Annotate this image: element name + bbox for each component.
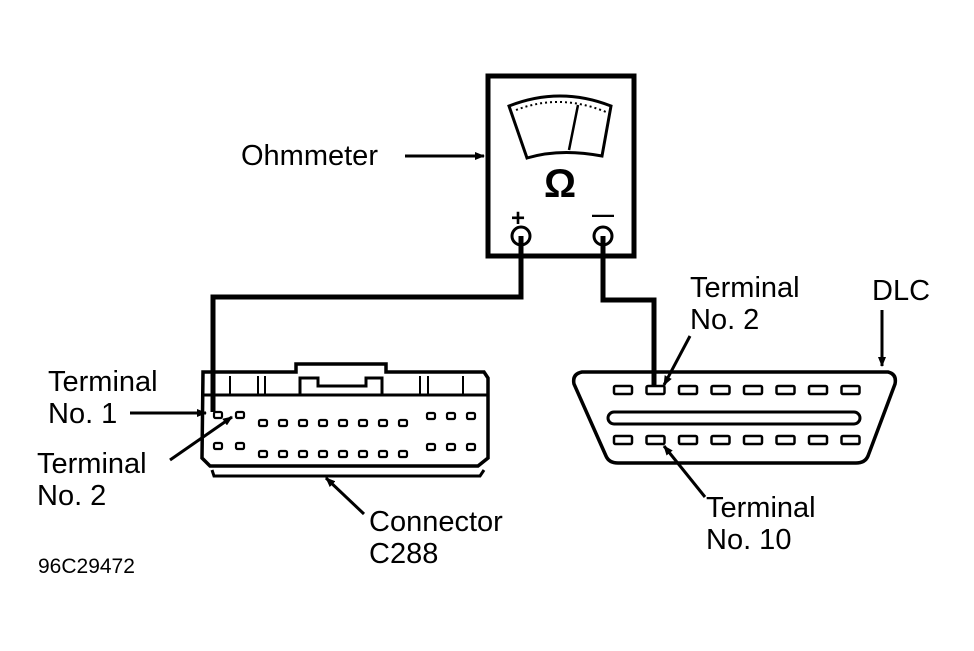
c288-pin — [277, 449, 289, 459]
dlc-terminal2-label: Terminal No. 2 — [690, 272, 800, 336]
connector-c288 — [200, 362, 490, 478]
dlc-pin — [645, 384, 666, 396]
c288-pin — [445, 442, 457, 452]
dlc-shell — [571, 370, 898, 465]
dlc-pin — [677, 384, 699, 396]
dlc-label: DLC — [872, 275, 931, 307]
omega-symbol: Ω — [544, 162, 577, 206]
negative-lead — [600, 236, 657, 387]
meter-dial — [507, 94, 613, 160]
c288-pin — [234, 410, 246, 420]
c288-pin — [397, 449, 409, 459]
dlc-terminal10-label: Terminal No. 10 — [706, 492, 816, 556]
ohmmeter-label: Ohmmeter — [241, 140, 378, 172]
dlc-terminal2-arrow — [662, 335, 692, 386]
c288-pin — [297, 449, 309, 459]
c288-pin — [337, 418, 349, 428]
c288-pin — [234, 441, 246, 451]
c288-terminal1-line2: No. 1 — [48, 398, 118, 430]
dlc-terminal10-arrow — [662, 445, 707, 498]
c288-pin — [465, 442, 477, 452]
c288-terminal2-line2: No. 2 — [37, 480, 107, 512]
dlc-pin — [612, 434, 634, 446]
dlc-center-bar — [606, 410, 862, 426]
ohmmeter-case — [485, 73, 637, 259]
meter-needle — [567, 104, 580, 151]
c288-pin — [317, 418, 329, 428]
c288-terminal1-label: Terminal No. 1 — [48, 366, 158, 430]
c288-pin — [357, 449, 369, 459]
connector-line1: Connector — [369, 506, 503, 538]
dlc-pin — [612, 384, 634, 396]
connector-c288-label: Connector C288 — [369, 506, 503, 570]
callout-arrows — [130, 152, 886, 516]
dlc-pin — [677, 434, 699, 446]
figure-code: 96C29472 — [38, 555, 135, 578]
dlc-pin — [710, 434, 731, 446]
c288-pin — [465, 411, 477, 421]
test-leads — [210, 236, 657, 412]
positive-lead — [210, 236, 524, 412]
dlc-terminal10-line1: Terminal — [706, 492, 816, 524]
c288-pin — [425, 442, 437, 452]
c288-terminal2-label: Terminal No. 2 — [37, 448, 147, 512]
c288-pin — [212, 410, 224, 420]
dlc-terminal2-line1: Terminal — [690, 272, 800, 304]
c288-pin — [277, 418, 289, 428]
dlc-pin — [807, 384, 829, 396]
dlc-pin — [775, 434, 796, 446]
plus-symbol: + — [511, 205, 526, 232]
dlc-terminal2-line2: No. 2 — [690, 304, 760, 336]
c288-terminal1-line1: Terminal — [48, 366, 158, 398]
c288-pin — [377, 449, 389, 459]
dlc-pin — [710, 384, 731, 396]
dlc-pin — [840, 434, 861, 446]
dlc-pin — [742, 434, 764, 446]
connector-shell — [200, 362, 490, 468]
c288-terminal2-line1: Terminal — [37, 448, 147, 480]
dlc-pin — [645, 434, 666, 446]
dlc-pin — [807, 434, 829, 446]
c288-pin — [257, 449, 269, 459]
dlc-pin — [742, 384, 764, 396]
c288-pin — [317, 449, 329, 459]
c288-terminal2-arrow — [169, 415, 233, 462]
meter-scale — [515, 101, 607, 113]
c288-pin — [337, 449, 349, 459]
dlc-connector — [571, 370, 898, 465]
c288-pin — [377, 418, 389, 428]
connector-base — [210, 469, 486, 478]
connector-pins — [212, 410, 477, 459]
c288-pin — [425, 411, 437, 421]
dlc-pins — [612, 384, 861, 446]
c288-pin — [397, 418, 409, 428]
c288-pin — [357, 418, 369, 428]
ohmmeter — [485, 73, 637, 259]
c288-pin — [297, 418, 309, 428]
dlc-terminal10-line2: No. 10 — [706, 524, 792, 556]
connector-arrow — [324, 476, 366, 516]
connector-line2: C288 — [369, 538, 439, 570]
minus-symbol: — — [592, 202, 614, 227]
c288-pin — [212, 441, 224, 451]
dlc-pin — [775, 384, 796, 396]
connector-latch — [298, 376, 384, 395]
dlc-pin — [840, 384, 861, 396]
c288-pin — [445, 411, 457, 421]
c288-pin — [257, 418, 269, 428]
